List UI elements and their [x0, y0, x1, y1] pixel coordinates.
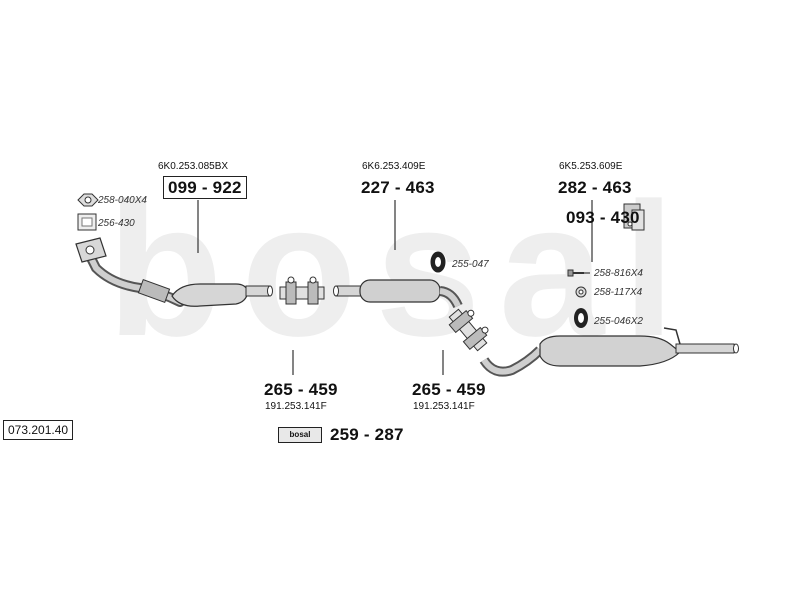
part-number-mounting-kit: 259 - 287 [330, 425, 404, 444]
rubber-hanger-icon [430, 251, 446, 273]
part-ref-rear-silencer: 6K5.253.609E [559, 161, 623, 172]
part-number-clamp-1: 265 - 459 [264, 380, 338, 399]
part-number-mounting-bracket: 093 - 430 [566, 208, 640, 227]
accessory-washer-code: 258-117X4 [594, 287, 643, 298]
accessory-hanger-code: 255-047 [452, 259, 489, 270]
diagram-id: 073.201.40 [3, 420, 74, 440]
hex-nut-icon [77, 193, 99, 207]
mounting-bracket-icon [623, 203, 645, 231]
pipe-clamp-1 [279, 276, 325, 305]
part-ref-clamp-2: 191.253.141F [413, 401, 475, 412]
brand-tag-icon: bosal [278, 427, 322, 443]
rear-silencer [479, 327, 739, 377]
square-gasket-icon [77, 213, 97, 231]
part-number-centre-silencer: 227 - 463 [361, 178, 435, 197]
pipe-clamp-2 [448, 308, 489, 352]
accessory-bolt-code: 258-816X4 [594, 268, 643, 279]
rubber-hanger-icon-2 [574, 308, 588, 328]
front-pipe-with-catalyst [75, 237, 273, 307]
part-number-front-pipe: 099 - 922 [163, 176, 247, 199]
accessory-hanger-2-code: 255-046X2 [594, 316, 643, 327]
part-ref-centre-silencer: 6K6.253.409E [362, 161, 426, 172]
part-ref-clamp-1: 191.253.141F [265, 401, 327, 412]
bolt-icon [567, 269, 584, 277]
part-ref-front-pipe: 6K0.253.085BX [158, 161, 229, 172]
washer-icon [575, 286, 587, 298]
accessory-gasket-code: 256-430 [98, 218, 135, 229]
part-number-clamp-2: 265 - 459 [412, 380, 486, 399]
centre-silencer [333, 279, 463, 309]
accessory-nut-code: 258-040X4 [98, 195, 147, 206]
leader-lines [197, 200, 593, 375]
part-number-rear-silencer: 282 - 463 [558, 178, 632, 197]
